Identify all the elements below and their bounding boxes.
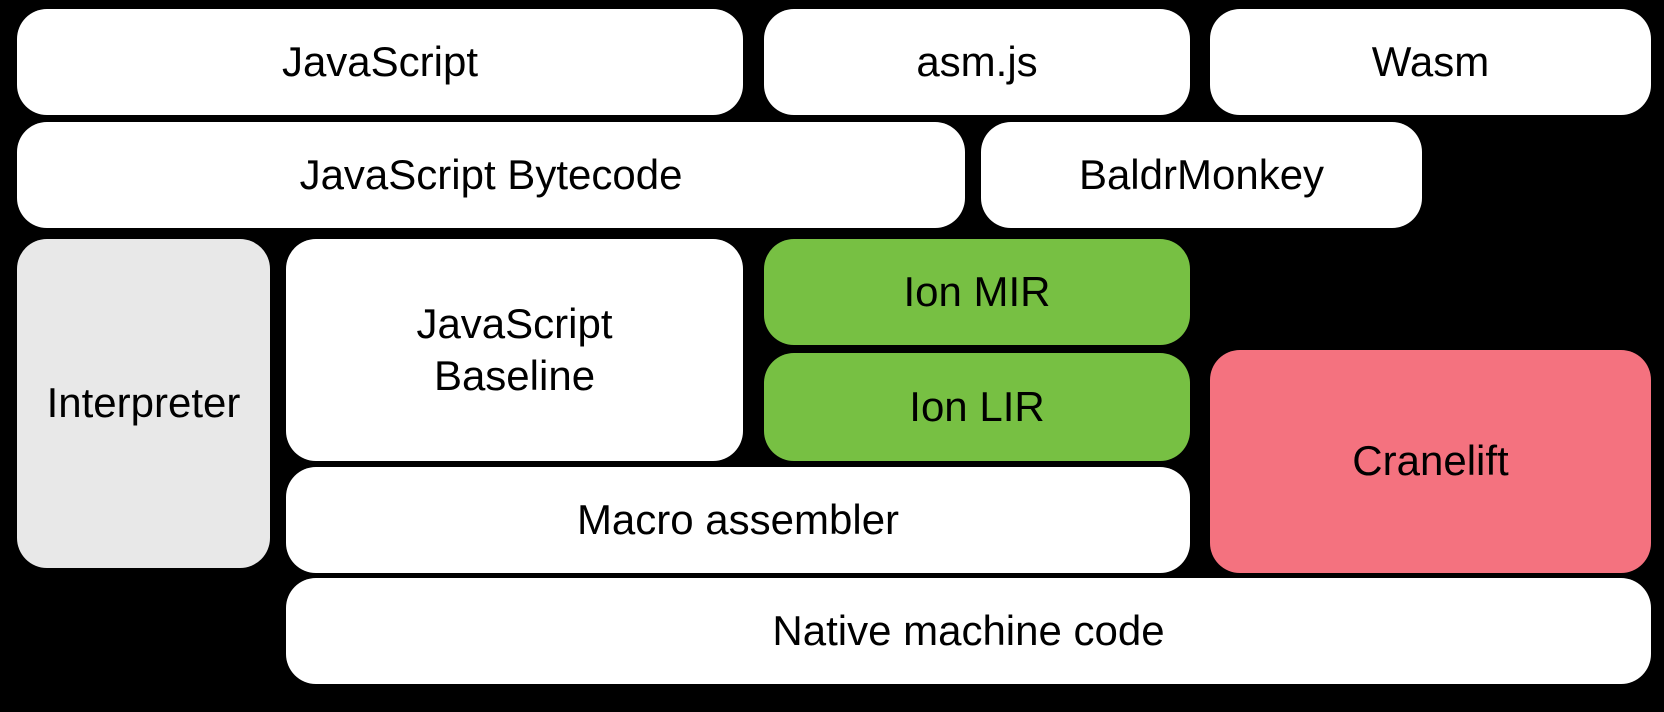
- box-javascript: JavaScript: [17, 9, 743, 115]
- box-native-machine-code: Native machine code: [286, 578, 1651, 684]
- box-baldrmonkey: BaldrMonkey: [981, 122, 1422, 228]
- box-ion-mir: Ion MIR: [764, 239, 1190, 345]
- box-asmjs: asm.js: [764, 9, 1190, 115]
- box-javascript-bytecode: JavaScript Bytecode: [17, 122, 965, 228]
- box-macro-assembler: Macro assembler: [286, 467, 1190, 573]
- box-interpreter: Interpreter: [17, 239, 270, 568]
- box-javascript-baseline: JavaScript Baseline: [286, 239, 743, 461]
- box-cranelift: Cranelift: [1210, 350, 1651, 573]
- box-wasm: Wasm: [1210, 9, 1651, 115]
- box-ion-lir: Ion LIR: [764, 353, 1190, 461]
